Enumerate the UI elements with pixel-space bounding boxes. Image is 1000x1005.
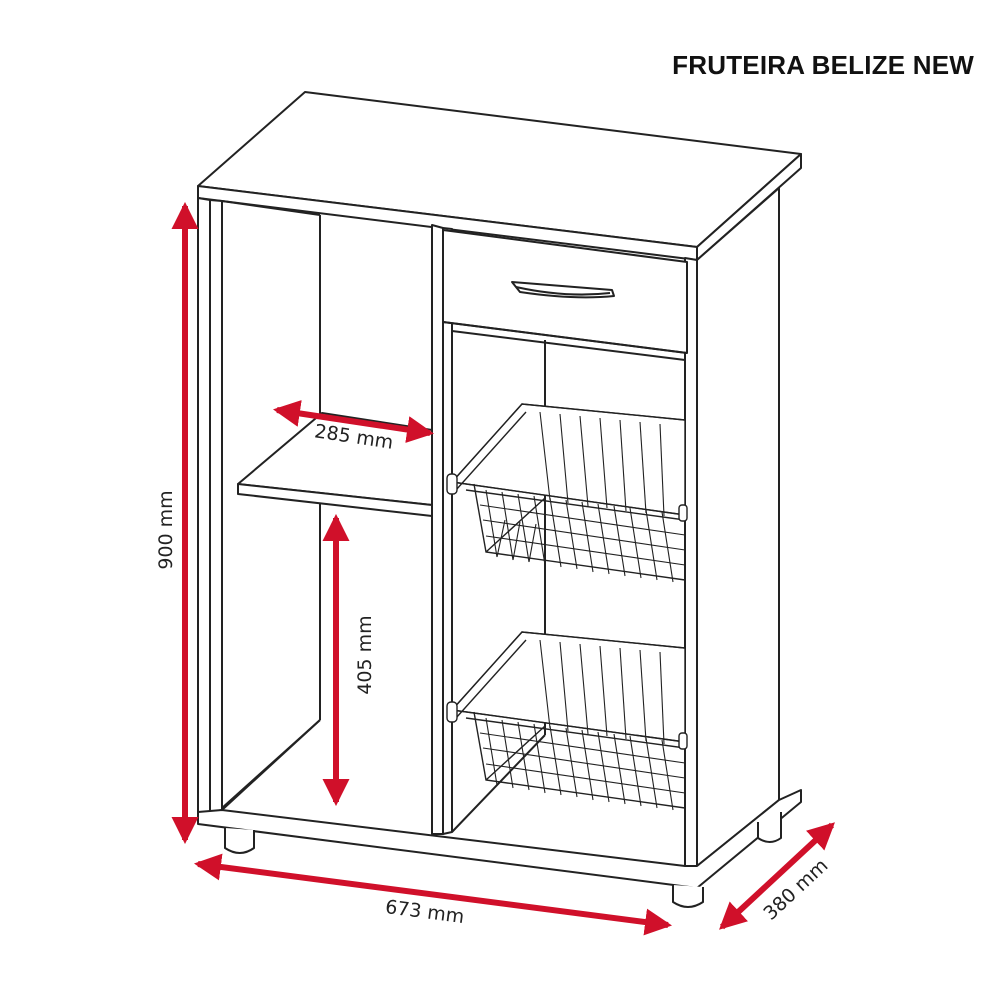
lower-wire-basket — [446, 631, 688, 811]
left-side-panel — [197, 197, 223, 813]
top-panel — [197, 91, 802, 261]
shelf-depth-dimension-line — [272, 400, 435, 443]
shelf-clearance-label: 405 mm — [354, 615, 376, 694]
right-side-panel — [696, 187, 780, 867]
product-title: FRUTEIRA BELIZE NEW — [672, 50, 974, 80]
depth-dimension-line — [719, 822, 835, 930]
depth-label: 380 mm — [759, 855, 832, 925]
height-label: 900 mm — [155, 490, 177, 569]
width-label: 673 mm — [384, 896, 466, 928]
center-divider — [431, 224, 453, 835]
width-dimension-line — [193, 853, 673, 936]
upper-wire-basket — [446, 403, 688, 583]
drawer — [442, 229, 688, 361]
